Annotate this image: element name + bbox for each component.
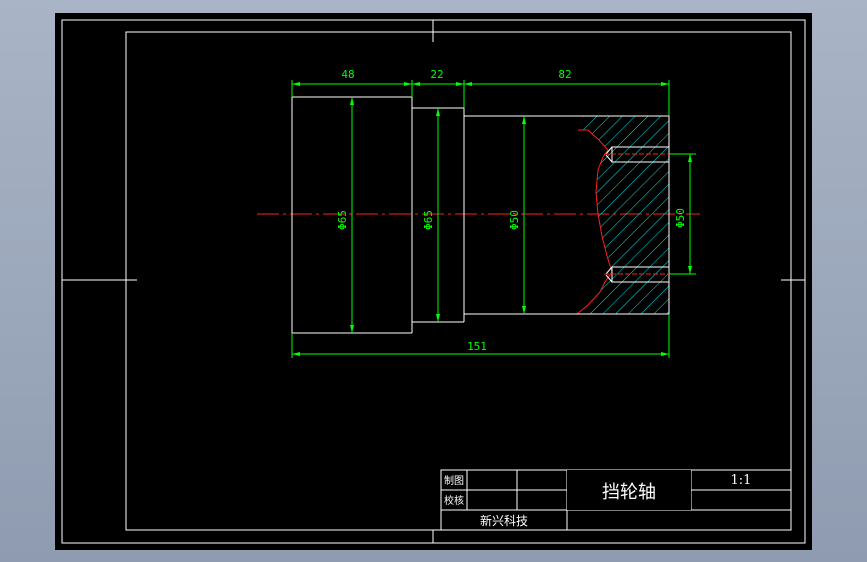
part-name: 挡轮轴 (602, 482, 656, 503)
shaft-outline (291, 96, 670, 334)
drawn-by-label: 制图 (444, 474, 464, 487)
company-name: 新兴科技 (480, 513, 528, 528)
dim-length-1: 48 (341, 68, 354, 81)
dim-diameter-3: Φ50 (508, 210, 521, 230)
break-line (576, 129, 613, 315)
sheet-inner-border (125, 31, 792, 531)
dimension-lines (291, 80, 696, 358)
scale-value: 1:1 (731, 473, 752, 488)
dim-diameter-4: Φ50 (674, 208, 687, 228)
dim-length-2: 22 (430, 68, 443, 81)
hole-centerlines (604, 153, 675, 275)
dim-length-3: 82 (558, 68, 571, 81)
dim-total-length: 151 (467, 340, 487, 353)
section-hatch (577, 116, 669, 314)
sheet-outer-border (61, 19, 806, 544)
checked-by-label: 校核 (444, 494, 464, 507)
dim-diameter-1: Φ65 (336, 210, 349, 230)
drawing-canvas[interactable] (55, 13, 812, 550)
dim-diameter-2: Φ65 (422, 210, 435, 230)
dimension-arrows (292, 82, 692, 356)
